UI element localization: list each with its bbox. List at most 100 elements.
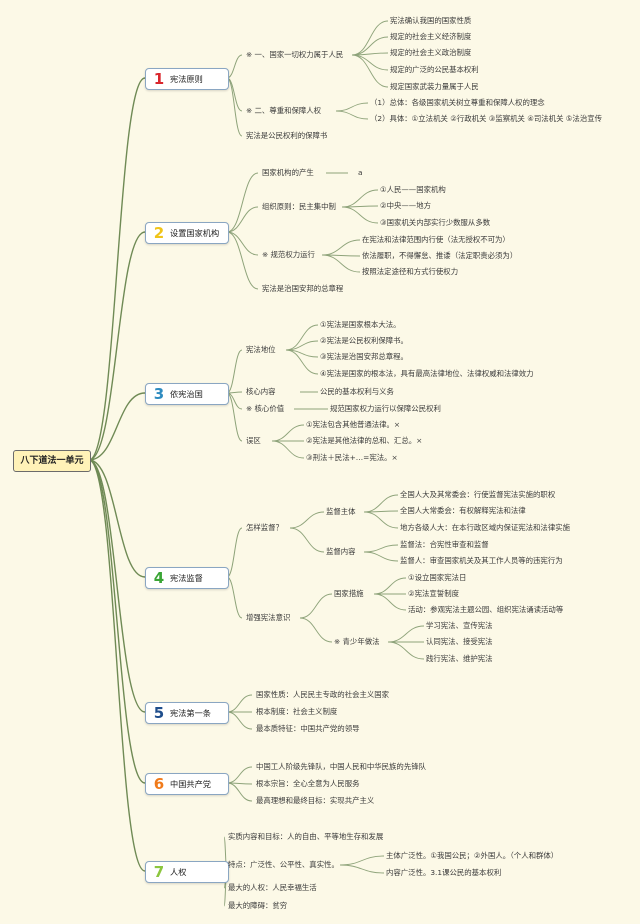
connector-line (226, 576, 243, 619)
connector-line (226, 172, 259, 233)
u1-power-to-people: ※ 一、国家一切权力属于人民 (246, 50, 344, 59)
connector-line (339, 855, 385, 866)
u3-core-value-text: 规范国家权力运行以保障公民权利 (330, 404, 441, 413)
unit-1-title: 宪法原则 (170, 74, 203, 84)
u7-essence: 实质内容和目标：人的自由、平等地生存和发展 (228, 832, 384, 841)
connector-line (299, 617, 333, 643)
u3-core-content: 核心内容 (246, 387, 276, 396)
u4-sub4-item: 认同宪法、接受宪法 (426, 637, 493, 646)
u2-c3-item: 在宪法和法律范围内行使（法无授权不可为） (362, 235, 510, 244)
connector-line (88, 459, 146, 713)
unit-1-node[interactable]: 1 宪法原则 (145, 68, 229, 90)
u7-largest-obstacle: 最大的障碍：贫穷 (228, 901, 288, 910)
connector-line (271, 424, 305, 442)
connector-line (351, 54, 389, 88)
u1-c1-item: 宪法确认我国的国家性质 (390, 16, 472, 25)
connector-line (285, 349, 319, 375)
connector-line (289, 527, 325, 553)
connector-line (88, 459, 146, 578)
u4-state-measures: 国家措施 (334, 589, 364, 598)
connector-line (226, 782, 253, 802)
connector-line (226, 694, 253, 713)
u1-c2-item: （1）总体：各级国家机关树立尊重和保障人权的理念 (370, 98, 545, 107)
unit-4-node[interactable]: 4 宪法监督 (145, 567, 229, 589)
connector-line (88, 77, 146, 461)
connector-line (339, 864, 385, 874)
u4-content: 监督内容 (326, 547, 356, 556)
u4-sub3-item: 活动：参观宪法主题公园、组织宪法诵读活动等 (408, 605, 564, 614)
connector-line (363, 511, 399, 529)
u6-item: 根本宗旨：全心全意为人民服务 (256, 779, 360, 788)
connector-line (226, 77, 243, 137)
connector-line (321, 239, 361, 256)
u2-origin: 国家机构的产生 (262, 168, 314, 177)
u3-core-value: ※ 核心价值 (246, 404, 285, 413)
u3-c4-item: ①宪法包含其他普通法律。× (306, 420, 401, 429)
connector-line (341, 206, 379, 224)
u1-c2-item: （2）具体：①立法机关 ②行政机关 ③监察机关 ④司法机关 ⑤法治宣传 (370, 114, 602, 123)
connector-line (226, 231, 259, 290)
root-node[interactable]: 八下道法一单元 (13, 450, 91, 472)
unit-4-number: 4 (153, 569, 165, 587)
u3-core-content-value: 公民的基本权利与义务 (320, 387, 394, 396)
u7-c2-item: 内容广泛性。3.1课公民的基本权利 (386, 868, 502, 877)
unit-6-node[interactable]: 6 中国共产党 (145, 773, 229, 795)
connector-line (88, 231, 146, 461)
unit-7-node[interactable]: 7 人权 (145, 861, 229, 883)
connector-line (226, 711, 253, 730)
u4-sub4-item: 学习宪法、宣传宪法 (426, 621, 493, 630)
connector-line (226, 349, 243, 394)
u7-features: 特点：广泛性、公平性、真实性。 (228, 860, 339, 869)
connector-line (289, 511, 325, 529)
unit-3-node[interactable]: 3 依宪治国 (145, 383, 229, 405)
u2-origin-extra: a (358, 168, 363, 177)
u1-c1-item: 规定的社会主义经济制度 (390, 32, 472, 41)
u4-subject: 监督主体 (326, 507, 356, 516)
unit-6-title: 中国共产党 (170, 779, 211, 789)
u4-sub3-item: ②宪法宣誓制度 (408, 589, 459, 598)
u1-c1-item: 规定国家武装力量属于人民 (390, 82, 479, 91)
u3-c1-item: ③宪法是治国安邦总章程。 (320, 352, 408, 361)
unit-4-title: 宪法监督 (170, 573, 203, 583)
u4-awareness: 增强宪法意识 (246, 613, 291, 622)
u4-sub2-item: 监督人：审查国家机关及其工作人员等的违宪行为 (400, 556, 563, 565)
unit-3-title: 依宪治国 (170, 389, 203, 399)
u2-c3-item: 按照法定途径和方式行使权力 (362, 267, 459, 276)
u3-c4-item: ③刑法＋民法+…=宪法。× (306, 453, 398, 462)
connector-line (88, 392, 146, 461)
unit-6-number: 6 (153, 775, 165, 793)
u5-item: 国家性质：人民民主专政的社会主义国家 (256, 690, 390, 699)
connector-line (351, 36, 389, 56)
u4-how-supervise: 怎样监督？ (246, 523, 283, 532)
connector-line (387, 625, 425, 643)
u2-c2-item: ①人民——国家机构 (380, 185, 446, 194)
unit-5-node[interactable]: 5 宪法第一条 (145, 702, 229, 724)
unit-2-node[interactable]: 2 设置国家机构 (145, 222, 229, 244)
connector-line (341, 189, 379, 208)
u1-c1-item: 规定的社会主义政治制度 (390, 48, 472, 57)
connector-line (226, 206, 259, 233)
u4-sub1-item: 全国人大及其常委会：行使监督宪法实施的职权 (400, 490, 556, 499)
u2-c2-item: ③国家机关内部实行少数服从多数 (380, 218, 491, 227)
connector-line (226, 527, 243, 578)
u2-charter: 宪法是治国安邦的总章程 (262, 284, 344, 293)
u4-youth: ※ 青少年做法 (334, 637, 380, 646)
connector-line (88, 459, 146, 872)
u3-c1-item: ②宪法是公民权利保障书。 (320, 336, 408, 345)
connector-line (335, 102, 369, 112)
connector-line (226, 766, 253, 784)
unit-3-number: 3 (153, 385, 165, 403)
u4-sub1-item: 地方各级人大：在本行政区域内保证宪法和法律实施 (400, 523, 570, 532)
unit-7-title: 人权 (170, 867, 187, 877)
connector-line (335, 110, 369, 120)
connector-line (387, 641, 425, 660)
u7-c2-item: 主体广泛性。①我国公民；②外国人。（个人和群体） (386, 851, 559, 860)
connector-line (299, 593, 333, 619)
u5-item: 最本质特征：中国共产党的领导 (256, 724, 360, 733)
u1-guarantee: 宪法是公民权利的保障书 (246, 131, 328, 140)
u6-item: 最高理想和最终目标：实现共产主义 (256, 796, 375, 805)
connector-line (363, 551, 399, 562)
unit-7-number: 7 (153, 863, 165, 881)
connector-line (373, 593, 407, 611)
